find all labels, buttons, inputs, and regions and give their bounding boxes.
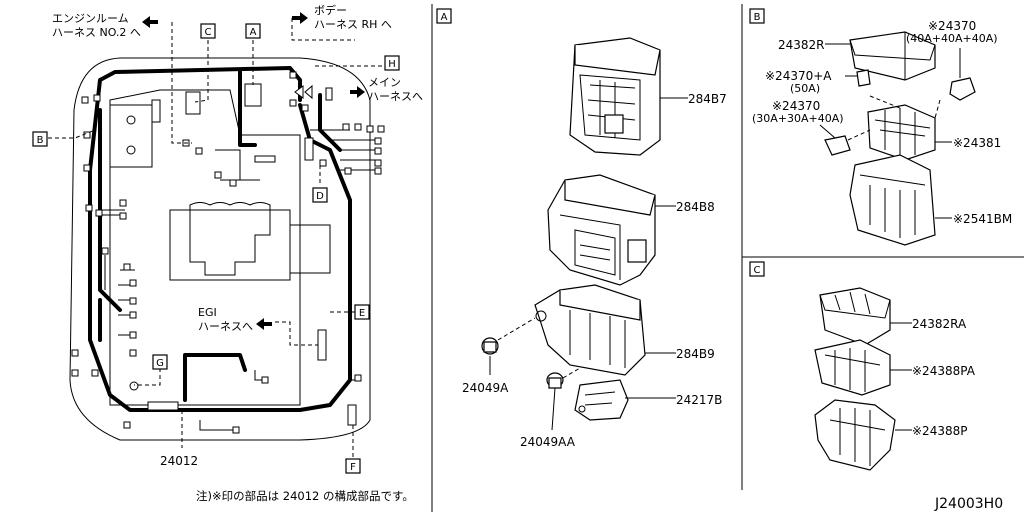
part-24049A: 24049A — [462, 381, 509, 395]
part-24370-b-rating: (30A+30A+40A) — [752, 112, 844, 125]
part-284B9-drawing — [534, 284, 646, 376]
label-box-g: G — [152, 354, 168, 370]
part-24370-b: ※24370 — [772, 99, 820, 113]
diagram-code: J24003H0 — [934, 496, 1003, 512]
part-24370-a-rating: (40A+40A+40A) — [906, 32, 998, 45]
engine-head — [189, 202, 271, 276]
callout-main-harness-line1: メイン — [368, 76, 401, 89]
fuse-50a-drawing — [856, 69, 871, 87]
callout-main-harness-line2: ハーネスへ — [368, 90, 423, 103]
part-24049AA: 24049AA — [520, 435, 576, 449]
part-284B8-drawing — [547, 174, 656, 286]
harness-part-number: 24012 — [160, 454, 198, 468]
engine-bay — [109, 89, 301, 406]
svg-text:D: D — [316, 191, 324, 202]
svg-text:C: C — [205, 27, 212, 38]
svg-text:B: B — [754, 12, 761, 23]
svg-text:E: E — [359, 308, 365, 319]
bolt-24049A-icon — [481, 337, 499, 355]
svg-text:A: A — [250, 27, 257, 38]
arrow-left-icon — [142, 16, 158, 28]
battery-box — [109, 104, 153, 168]
footnote: 注)※印の部品は 24012 の構成部品です。 — [196, 489, 414, 503]
part-24370-plus-a-rating: (50A) — [790, 82, 820, 95]
svg-text:G: G — [156, 358, 164, 369]
label-box-e: E — [354, 304, 370, 320]
part-284B9: 284B9 — [676, 347, 715, 361]
callout-egi-harness-line2: ハーネスへ — [198, 320, 253, 333]
svg-text:A: A — [441, 12, 448, 23]
part-24381: ※24381 — [953, 136, 1001, 150]
part-24217B-drawing — [574, 379, 629, 421]
part-2541BM: ※2541BM — [953, 212, 1012, 226]
callout-engine-room-harness-line2: ハーネス NO.2 へ — [52, 26, 141, 39]
part-2541BM-drawing — [849, 154, 936, 246]
part-24382R: 24382R — [778, 38, 825, 52]
engine-block — [169, 209, 291, 281]
label-box-d: D — [312, 187, 328, 203]
part-24370-plus-a: ※24370+A — [765, 69, 832, 83]
harness-overview — [48, 12, 386, 458]
panel-a-label: A — [436, 8, 452, 24]
label-box-b: B — [32, 131, 48, 147]
vehicle-outline — [69, 57, 371, 441]
panel-b-label: B — [749, 8, 765, 24]
label-box-f: F — [345, 458, 361, 474]
callout-body-harness-line2: ハーネス RH へ — [314, 18, 392, 31]
label-box-h: H — [384, 55, 400, 71]
part-24382RA: 24382RA — [912, 317, 967, 331]
fuse-40x3-drawing — [949, 77, 976, 101]
part-24388PA-drawing — [814, 339, 891, 396]
svg-text:B: B — [37, 135, 44, 146]
harness-route-branch — [183, 353, 247, 402]
panel-c-label: C — [749, 261, 765, 277]
part-284B8: 284B8 — [676, 200, 715, 214]
callout-body-harness-line1: ボデー — [314, 3, 347, 17]
harness-route-main — [88, 103, 352, 412]
harness-route-top — [88, 66, 302, 172]
svg-text:H: H — [388, 59, 396, 70]
part-24370-a: ※24370 — [928, 19, 976, 33]
harness-route-fuse — [318, 93, 342, 152]
fuse-30-30-40-drawing — [824, 135, 851, 156]
callout-egi-harness-line1: EGI — [198, 306, 217, 319]
part-24388P: ※24388P — [912, 424, 967, 438]
part-24388PA: ※24388PA — [912, 364, 976, 378]
part-284B7: 284B7 — [688, 92, 727, 106]
arrow-right-icon — [350, 86, 365, 98]
svg-text:F: F — [350, 462, 356, 473]
label-box-a: A — [245, 23, 261, 39]
arrow-right-icon — [292, 12, 308, 24]
transmission — [289, 224, 331, 274]
callout-engine-room-harness-line1: エンジンルーム — [52, 12, 129, 25]
part-284B7-drawing — [569, 37, 661, 156]
arrow-left-icon — [256, 318, 272, 330]
part-24217B: 24217B — [676, 393, 722, 407]
label-box-c: C — [200, 23, 216, 39]
bolt-24049AA-icon — [546, 372, 564, 389]
connectors — [71, 71, 385, 434]
part-24382RA-drawing — [819, 287, 891, 346]
svg-text:C: C — [754, 265, 761, 276]
